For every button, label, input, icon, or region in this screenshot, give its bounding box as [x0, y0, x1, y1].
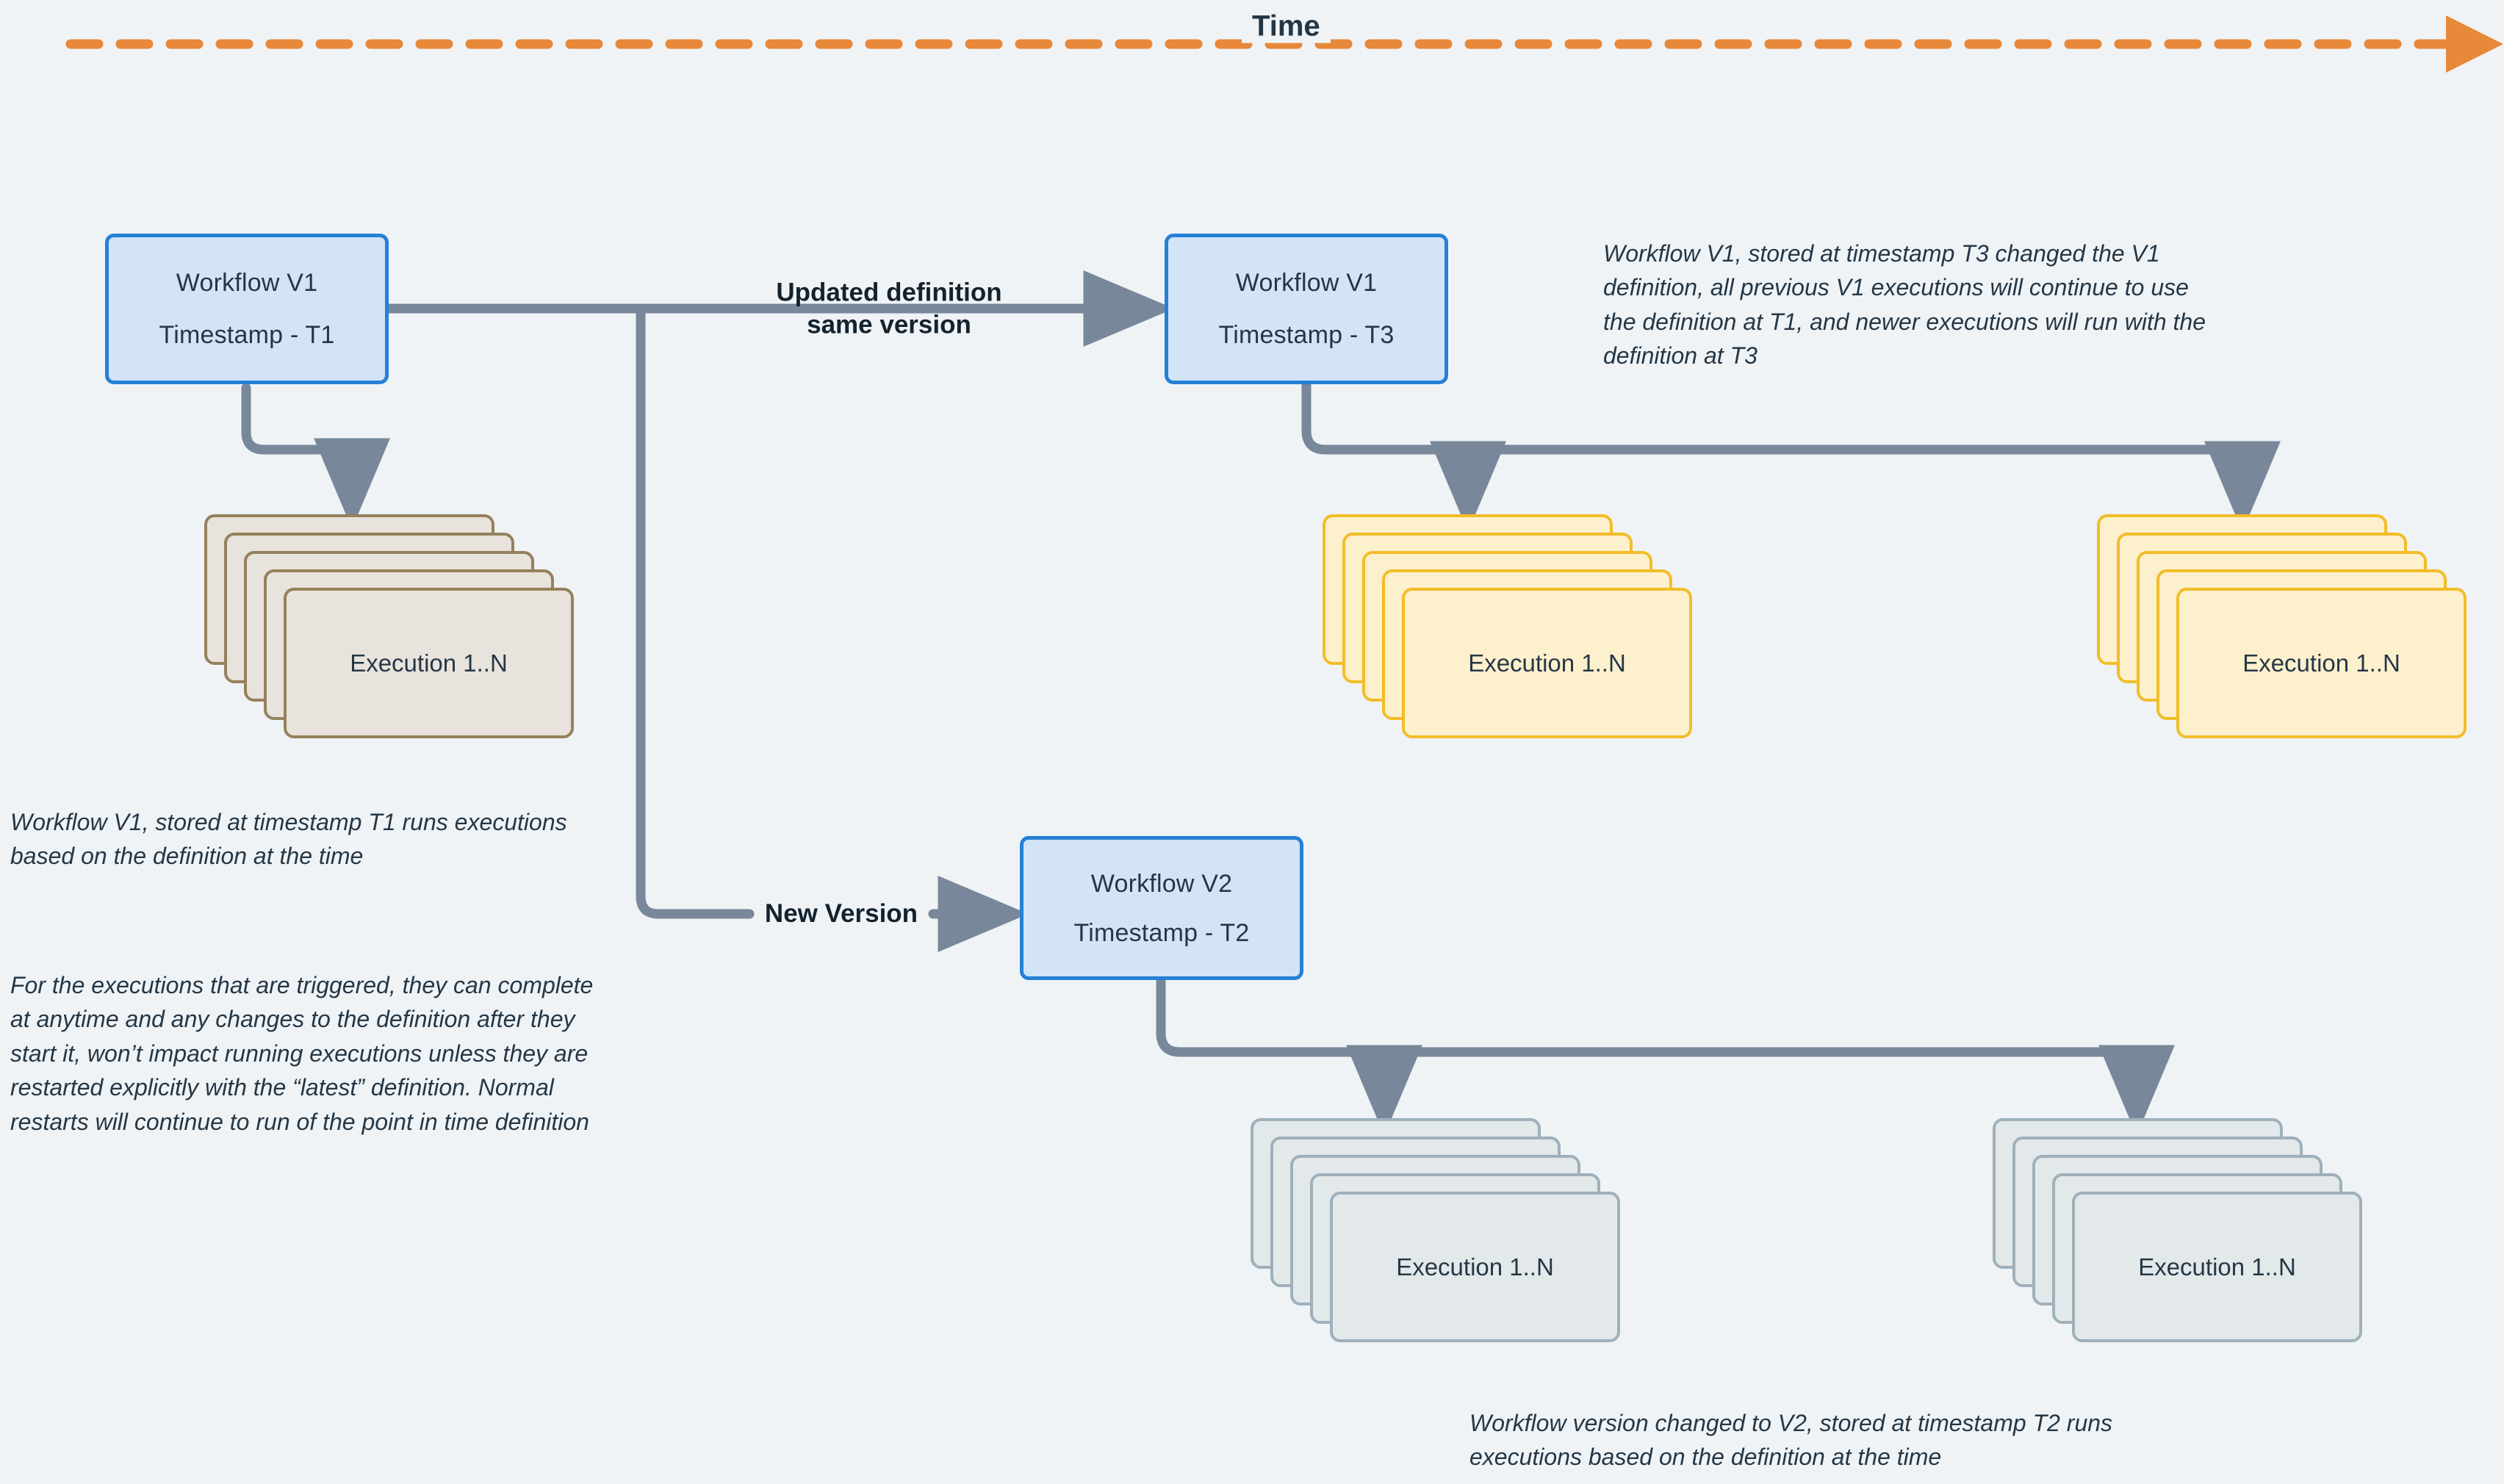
connector-t1-to-executions — [241, 383, 390, 529]
execution-stack-t2-left[interactable]: Execution 1..N — [1251, 1118, 1625, 1342]
edge-label-updated-definition: Updated definition same version — [735, 276, 1043, 341]
execution-label: Execution 1..N — [1468, 649, 1626, 677]
stack-card-front[interactable]: Execution 1..N — [2072, 1192, 2362, 1342]
node-title: Workflow V2 — [1090, 869, 1233, 898]
node-workflow-v1-t3[interactable]: Workflow V1 Timestamp - T3 — [1165, 234, 1448, 384]
execution-stack-t3-left[interactable]: Execution 1..N — [1323, 514, 1697, 738]
node-timestamp: Timestamp - T2 — [1073, 918, 1250, 947]
connector-branch-new-version — [636, 303, 1029, 952]
note-t2: Workflow version changed to V2, stored a… — [1469, 1410, 2113, 1471]
stack-card-front[interactable]: Execution 1..N — [284, 588, 574, 738]
edge-label-line-1: Updated definition — [776, 278, 1002, 307]
execution-label: Execution 1..N — [2138, 1253, 2296, 1281]
node-timestamp: Timestamp - T1 — [159, 321, 335, 350]
node-title: Workflow V1 — [1235, 268, 1378, 297]
stack-card-front[interactable]: Execution 1..N — [1330, 1192, 1620, 1342]
connector-t3-to-executions — [1301, 380, 2281, 532]
connector-t2-to-executions — [1156, 975, 2175, 1136]
note-t1: Workflow V1, stored at timestamp T1 runs… — [10, 809, 567, 870]
execution-stack-t1[interactable]: Execution 1..N — [204, 514, 579, 738]
execution-label: Execution 1..N — [2242, 649, 2400, 677]
time-axis-label: Time — [1242, 10, 1331, 43]
stack-card-front[interactable]: Execution 1..N — [2176, 588, 2467, 738]
edge-label-new-version: New Version — [764, 899, 918, 929]
node-timestamp: Timestamp - T3 — [1218, 321, 1395, 350]
node-workflow-v2-t2[interactable]: Workflow V2 Timestamp - T2 — [1020, 836, 1303, 980]
execution-stack-t3-right[interactable]: Execution 1..N — [2097, 514, 2472, 738]
node-workflow-v1-t1[interactable]: Workflow V1 Timestamp - T1 — [105, 234, 389, 384]
execution-label: Execution 1..N — [350, 649, 508, 677]
edge-label-line-2: same version — [807, 310, 971, 339]
execution-label: Execution 1..N — [1396, 1253, 1554, 1281]
execution-stack-t2-right[interactable]: Execution 1..N — [1993, 1118, 2367, 1342]
node-title: Workflow V1 — [176, 268, 318, 297]
stack-card-front[interactable]: Execution 1..N — [1402, 588, 1692, 738]
note-t3: Workflow V1, stored at timestamp T3 chan… — [1603, 240, 2206, 370]
note-restart-behavior: For the executions that are triggered, t… — [10, 972, 594, 1135]
